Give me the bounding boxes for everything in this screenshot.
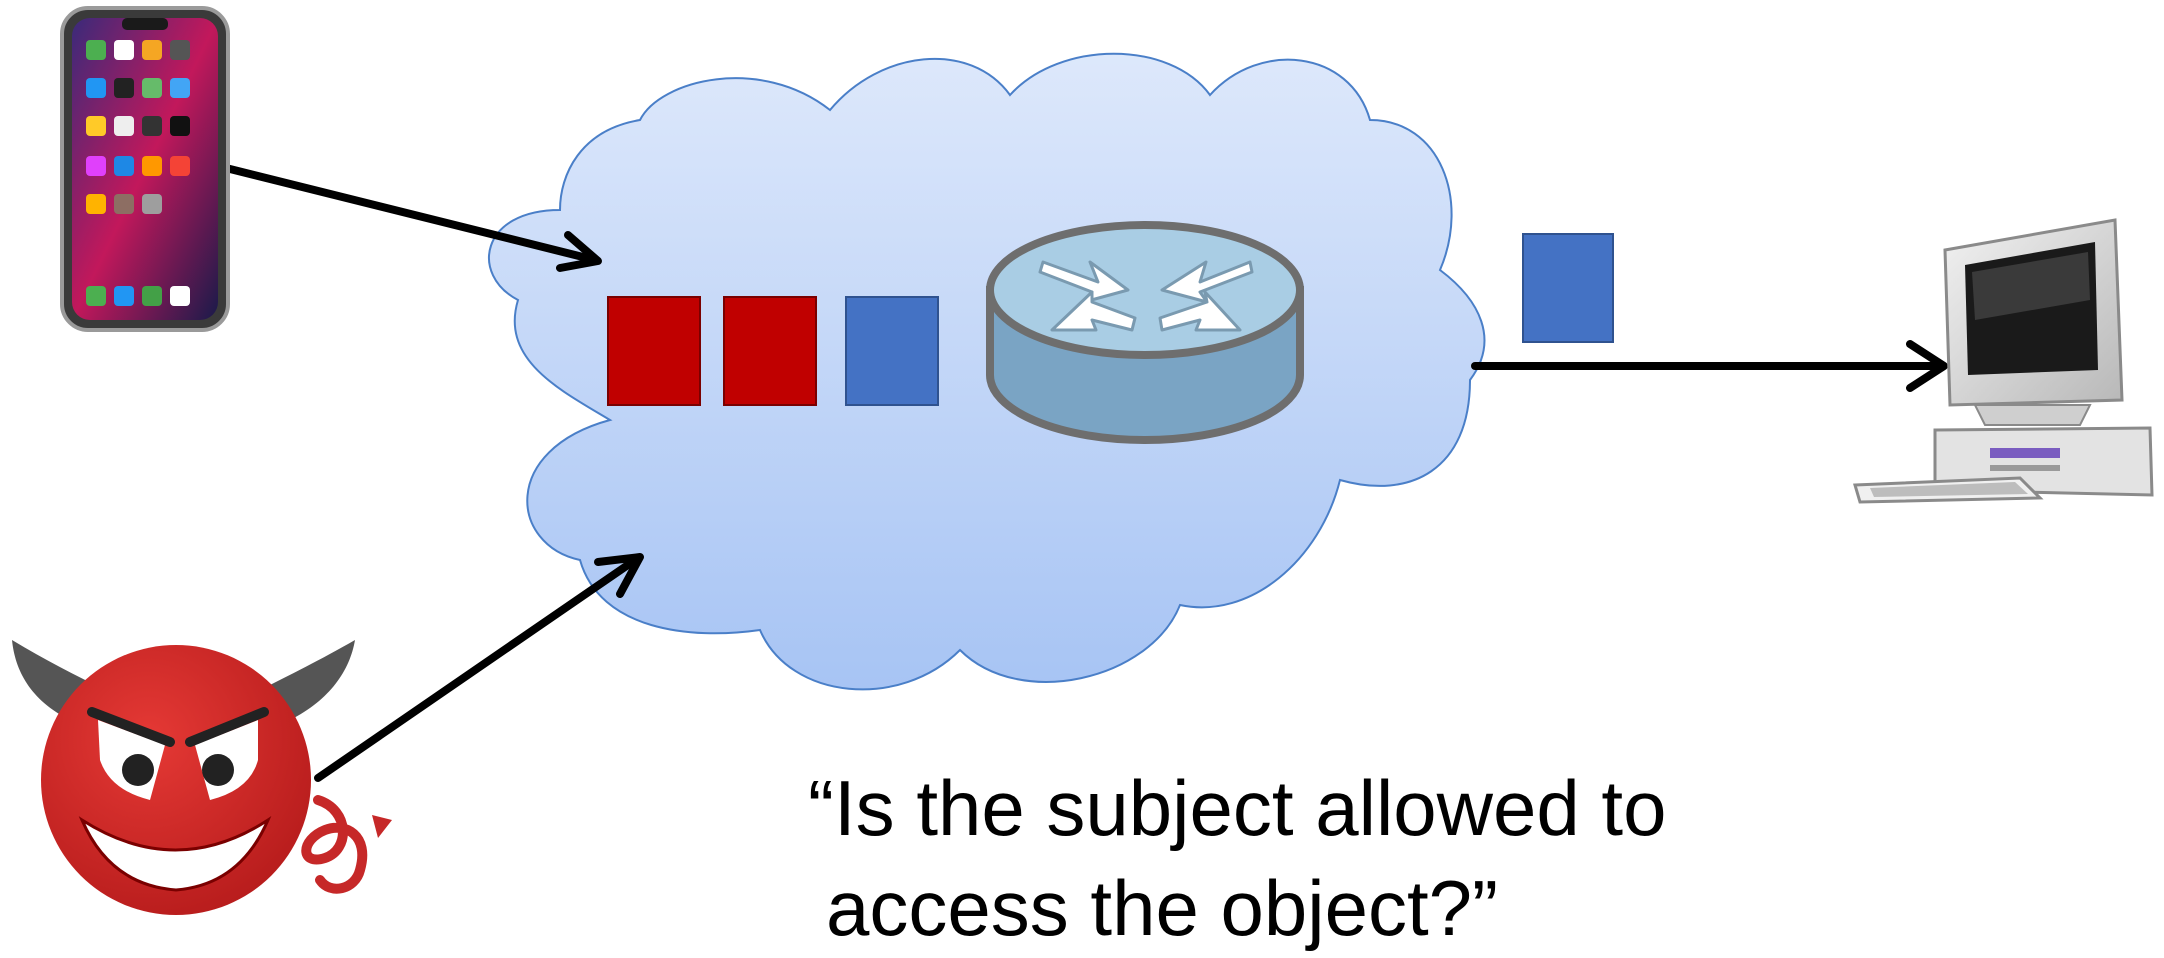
router-icon: [986, 221, 1304, 444]
arrow-phone-to-cloud: [218, 163, 602, 272]
caption-line-1: “Is the subject allowed to: [808, 764, 1667, 852]
devil-attacker-icon: [12, 640, 392, 915]
caption-line-2: access the object?”: [826, 864, 1499, 952]
arrow-cloud-to-computer: [1471, 340, 1948, 392]
smartphone-icon: [60, 6, 230, 332]
packet-malicious-1: [607, 296, 701, 406]
packet-malicious-2: [723, 296, 817, 406]
access-question-caption: “Is the subject allowed to access the ob…: [808, 758, 1808, 958]
arrow-attacker-to-cloud: [314, 553, 644, 782]
packet-legitimate-forwarded: [1522, 233, 1614, 343]
desktop-computer-icon: [1853, 218, 2154, 504]
packet-legitimate-queued: [845, 296, 939, 406]
